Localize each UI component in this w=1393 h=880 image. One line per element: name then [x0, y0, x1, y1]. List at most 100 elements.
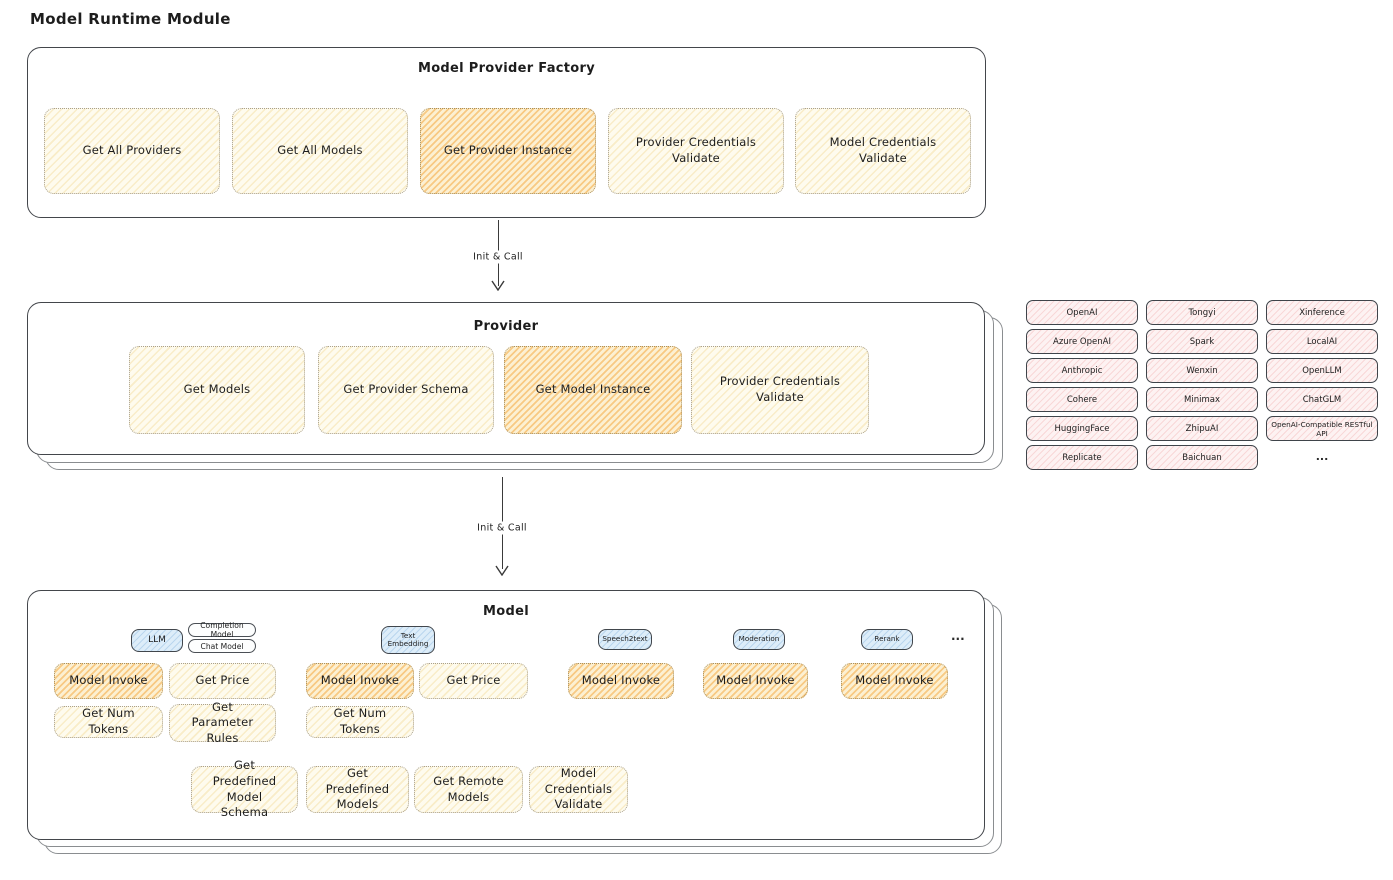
provider-pill-label: Replicate: [1062, 452, 1102, 463]
get-predefined-models: Get Predefined Models: [306, 766, 409, 813]
provider-pill-label: HuggingFace: [1054, 423, 1110, 434]
model-type-label: Moderation: [738, 634, 780, 644]
model-type-label: Text Embedding: [387, 630, 429, 648]
provider-pill-label: OpenAI: [1066, 307, 1098, 318]
factory-provider-credentials-validate: Provider Credentials Validate: [608, 108, 784, 194]
speech2text-model-invoke: Model Invoke: [568, 663, 674, 699]
model-credentials-validate-label: Model Credentials Validate: [544, 766, 613, 812]
embedding-get-num-tokens-label: Get Num Tokens: [333, 706, 387, 736]
arrow-provider-to-model: Init & Call: [444, 477, 560, 581]
factory-model-credentials-validate: Model Credentials Validate: [795, 108, 971, 194]
factory-model-credentials-validate-label: Model Credentials Validate: [829, 135, 937, 165]
provider-pill-label: Baichuan: [1182, 452, 1222, 463]
arrow-factory-to-provider: Init & Call: [440, 220, 556, 298]
init-call-label-2: Init & Call: [471, 521, 533, 535]
provider-pill-label: Azure OpenAI: [1053, 336, 1111, 347]
llm-get-price: Get Price: [169, 663, 276, 699]
llm-get-num-tokens-label: Get Num Tokens: [82, 706, 135, 736]
provider-pill-spark: Spark: [1146, 329, 1258, 354]
factory-get-all-providers: Get All Providers: [44, 108, 220, 194]
provider-pill-cohere: Cohere: [1026, 387, 1138, 412]
provider-pill-replicate: Replicate: [1026, 445, 1138, 470]
model-type-label: Speech2text: [602, 634, 648, 644]
get-remote-models: Get Remote Models: [414, 766, 523, 813]
factory-get-provider-instance-label: Get Provider Instance: [443, 143, 573, 158]
embedding-model-invoke-label: Model Invoke: [320, 673, 400, 688]
provider-pill-label: Spark: [1189, 336, 1215, 347]
moderation-model-invoke-label: Model Invoke: [716, 673, 795, 688]
provider-pill-xinference: Xinference: [1266, 300, 1378, 325]
factory-get-all-providers-label: Get All Providers: [82, 143, 182, 158]
llm-get-num-tokens: Get Num Tokens: [54, 706, 163, 738]
factory-title: Model Provider Factory: [417, 61, 596, 76]
provider-pill-label: Wenxin: [1186, 365, 1218, 376]
arrow-head-icon: [495, 565, 509, 576]
model-types-ellipsis: ...: [951, 629, 965, 643]
factory-provider-credentials-validate-label: Provider Credentials Validate: [635, 135, 757, 165]
model-title: Model: [483, 604, 529, 619]
provider-pill-label: OpenLLM: [1302, 365, 1342, 376]
provider-pill-label: Anthropic: [1061, 365, 1103, 376]
get-predefined-model-schema: Get Predefined Model Schema: [191, 758, 298, 819]
diagram-title: Model Runtime Module: [30, 10, 231, 28]
init-call-label-1: Init & Call: [467, 250, 529, 264]
get-predefined-model-schema-label: Get Predefined Model Schema: [212, 758, 277, 820]
model-box: Model LLM Completion Model Chat Model Te…: [27, 590, 985, 840]
provider-pill-wenxin: Wenxin: [1146, 358, 1258, 383]
provider-get-models: Get Models: [129, 346, 305, 434]
provider-pill-openllm: OpenLLM: [1266, 358, 1378, 383]
factory-get-all-models: Get All Models: [232, 108, 408, 194]
provider-pill-label: Xinference: [1299, 307, 1345, 318]
llm-get-parameter-rules-label: Get Parameter Rules: [191, 699, 254, 745]
provider-pill-label: Cohere: [1066, 394, 1098, 405]
model-type-moderation: Moderation: [733, 629, 785, 650]
factory-get-provider-instance: Get Provider Instance: [420, 108, 596, 194]
provider-pill-openai-compatible: OpenAI-Compatible RESTful API: [1266, 416, 1378, 441]
provider-pill-label: Minimax: [1184, 394, 1220, 405]
provider-pill-tongyi: Tongyi: [1146, 300, 1258, 325]
provider-pill-localai: LocalAI: [1266, 329, 1378, 354]
provider-get-provider-schema-label: Get Provider Schema: [343, 382, 469, 397]
model-subtype-label: Chat Model: [200, 641, 244, 651]
provider-pill-minimax: Minimax: [1146, 387, 1258, 412]
provider-pill-chatglm: ChatGLM: [1266, 387, 1378, 412]
embedding-get-num-tokens: Get Num Tokens: [306, 706, 414, 738]
arrow-head-icon: [491, 280, 505, 291]
model-credentials-validate: Model Credentials Validate: [529, 766, 628, 813]
provider-pill-label: ChatGLM: [1302, 394, 1342, 405]
model-type-rerank: Rerank: [861, 629, 913, 650]
provider-pill-label: OpenAI-Compatible RESTful API: [1271, 419, 1373, 438]
provider-get-model-instance-label: Get Model Instance: [535, 382, 651, 397]
model-type-label: Rerank: [874, 634, 900, 644]
embedding-get-price-label: Get Price: [446, 673, 501, 688]
get-remote-models-label: Get Remote Models: [433, 773, 504, 804]
llm-model-invoke-label: Model Invoke: [69, 673, 148, 688]
speech2text-model-invoke-label: Model Invoke: [581, 673, 661, 688]
provider-title: Provider: [473, 319, 539, 334]
llm-get-parameter-rules: Get Parameter Rules: [169, 700, 276, 745]
rerank-model-invoke-label: Model Invoke: [855, 673, 934, 688]
provider-pill-baichuan: Baichuan: [1146, 445, 1258, 470]
model-type-llm: LLM: [131, 629, 183, 652]
provider-credentials-validate: Provider Credentials Validate: [691, 346, 869, 434]
factory-box: Model Provider Factory Get All Providers…: [27, 47, 986, 218]
embedding-get-price: Get Price: [419, 663, 528, 699]
provider-pill-azure-openai: Azure OpenAI: [1026, 329, 1138, 354]
rerank-model-invoke: Model Invoke: [841, 663, 948, 699]
model-subtype-completion: Completion Model: [188, 621, 256, 639]
provider-credentials-validate-label: Provider Credentials Validate: [719, 374, 841, 404]
model-subtype-chat: Chat Model: [188, 639, 256, 653]
provider-pill-huggingface: HuggingFace: [1026, 416, 1138, 441]
get-predefined-models-label: Get Predefined Models: [325, 766, 390, 812]
provider-box: Provider Get Models Get Provider Schema …: [27, 302, 985, 455]
provider-pill-openai: OpenAI: [1026, 300, 1138, 325]
provider-get-model-instance: Get Model Instance: [504, 346, 682, 434]
model-type-text-embedding: Text Embedding: [381, 626, 435, 654]
llm-model-invoke: Model Invoke: [54, 663, 163, 699]
provider-pill-anthropic: Anthropic: [1026, 358, 1138, 383]
model-subtype-label: Completion Model: [200, 621, 244, 639]
moderation-model-invoke: Model Invoke: [703, 663, 808, 699]
provider-pill-label: Tongyi: [1188, 307, 1216, 318]
provider-get-models-label: Get Models: [183, 382, 251, 397]
